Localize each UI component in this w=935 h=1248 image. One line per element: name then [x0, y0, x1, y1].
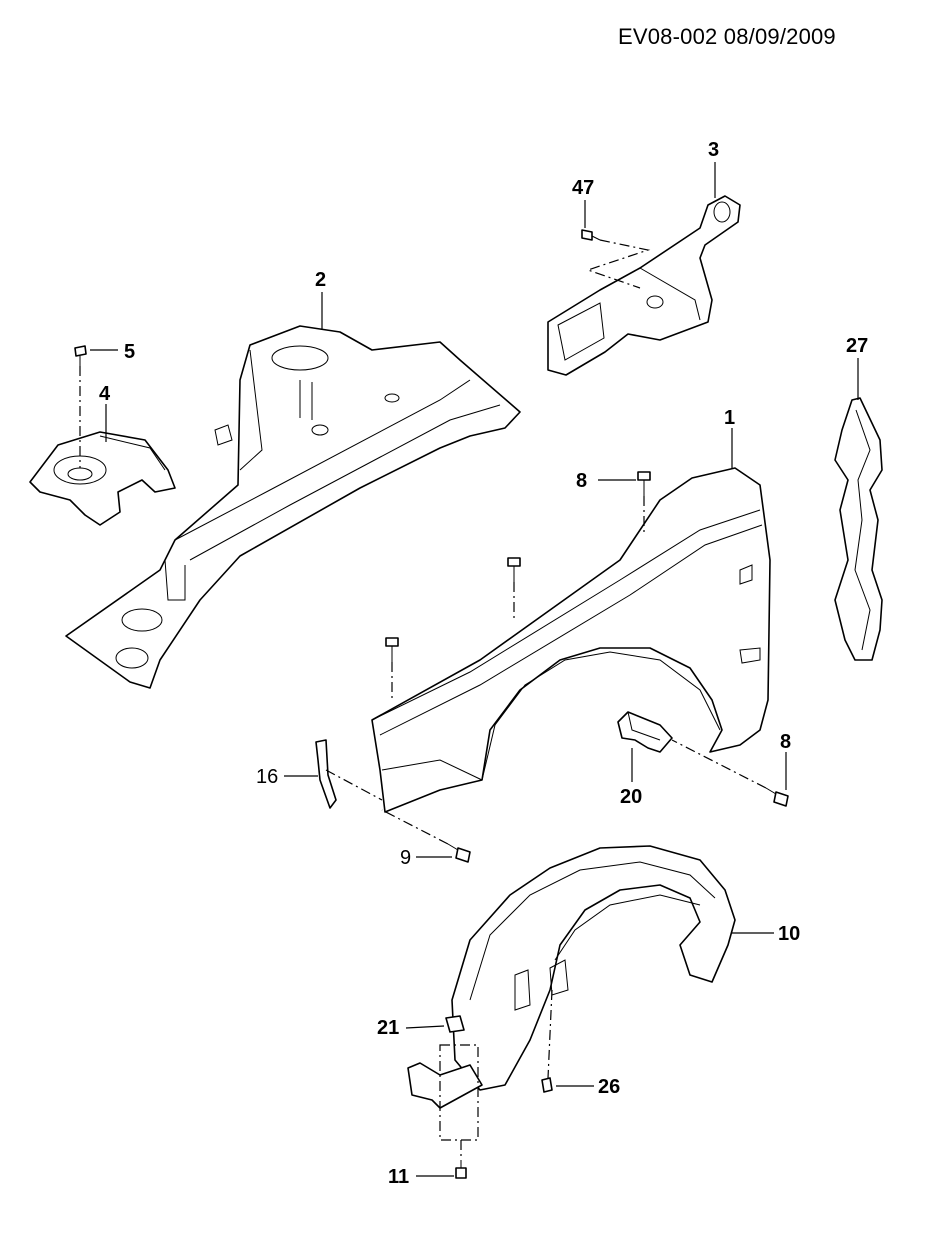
part-10-fender-liner	[407, 845, 736, 1109]
callout-26: 26	[598, 1076, 620, 1098]
callout-27: 27	[846, 335, 868, 357]
bolt-5	[74, 345, 87, 366]
part-2-wheelhouse-rail	[65, 325, 521, 689]
callout-1: 1	[724, 407, 735, 429]
bolt-8-mid	[507, 557, 521, 582]
callout-labels: 1 2 3 4 5 8 8 9 10 11 16 20 21 26 27 47	[99, 139, 868, 1188]
callout-21: 21	[377, 1017, 399, 1039]
callout-11: 11	[388, 1166, 409, 1188]
part-16-bracket	[315, 739, 337, 809]
callout-3: 3	[708, 139, 719, 161]
alignment-lines	[79, 239, 767, 1160]
part-3-upper-bracket	[547, 195, 741, 376]
callout-16: 16	[256, 766, 278, 788]
callout-9: 9	[400, 847, 411, 869]
part-27-seal-strip	[834, 397, 883, 661]
clip-26	[541, 1077, 553, 1093]
clip-21	[445, 1015, 465, 1033]
bolt-47	[581, 229, 601, 241]
callout-8-upper: 8	[576, 470, 587, 492]
callout-20: 20	[620, 786, 642, 808]
callout-5: 5	[124, 341, 135, 363]
callout-4: 4	[99, 383, 111, 405]
part-1-front-fender	[371, 467, 771, 813]
bolt-9	[447, 843, 471, 863]
part-4-strut-bracket	[29, 431, 176, 526]
part-20-bracket	[617, 711, 673, 753]
callout-47: 47	[572, 177, 594, 199]
bolt-8-lower	[765, 787, 789, 807]
bolt-8-upper	[637, 471, 651, 496]
bolt-8-left	[385, 637, 399, 662]
bolt-11	[455, 1160, 467, 1179]
callout-8-lower: 8	[780, 731, 791, 753]
leader-lines	[90, 162, 859, 1177]
callout-2: 2	[315, 269, 326, 291]
callout-10: 10	[778, 923, 800, 945]
diagram-code-date: EV08-002 08/09/2009	[618, 24, 836, 49]
